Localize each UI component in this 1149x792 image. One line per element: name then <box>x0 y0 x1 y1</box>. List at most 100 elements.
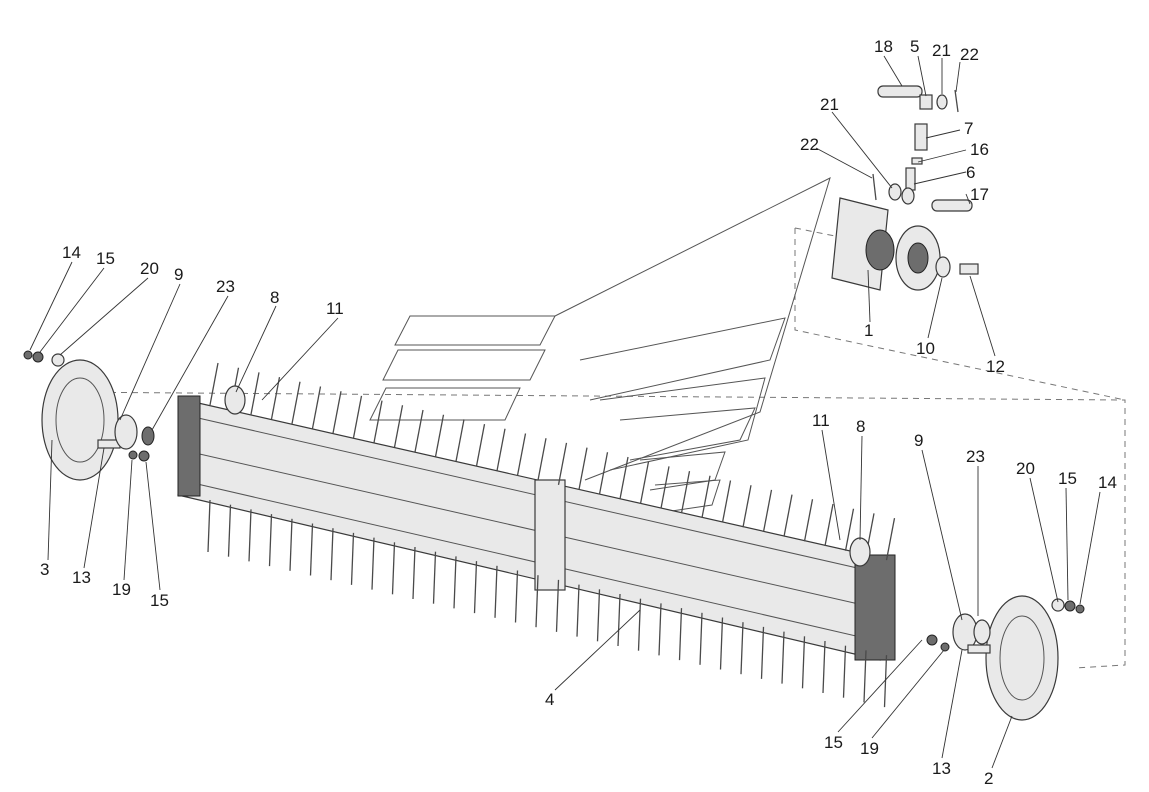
tine <box>883 655 888 708</box>
tine <box>207 499 211 553</box>
tine <box>699 612 703 665</box>
tine <box>557 442 568 486</box>
label-2: 2 <box>984 769 993 788</box>
tine <box>496 428 506 471</box>
tine <box>617 593 621 647</box>
tine-bar-reel <box>177 362 896 708</box>
label-23-left: 23 <box>216 277 235 296</box>
tine <box>268 514 273 567</box>
drive-assembly <box>831 197 979 291</box>
tine <box>639 461 650 504</box>
tine <box>412 546 416 600</box>
tine <box>637 598 642 651</box>
label-10: 10 <box>916 339 935 358</box>
tine <box>514 570 519 623</box>
discs <box>224 385 871 567</box>
tine <box>516 433 527 476</box>
tine <box>535 575 539 628</box>
tine <box>537 438 547 481</box>
tine <box>658 603 662 656</box>
label-20-right: 20 <box>1016 459 1035 478</box>
label-21: 21 <box>820 95 839 114</box>
label-21-top: 21 <box>932 41 951 60</box>
leader-lines <box>29 55 1101 769</box>
label-15-right-bottom: 15 <box>824 733 843 752</box>
tine <box>414 409 424 453</box>
tine <box>721 480 732 523</box>
tine <box>680 470 691 514</box>
label-7: 7 <box>964 119 973 138</box>
tine <box>598 452 609 495</box>
tine <box>885 517 896 561</box>
label-8-right: 8 <box>856 417 865 436</box>
label-22-top: 22 <box>960 45 979 64</box>
tine <box>289 518 293 571</box>
label-23-right: 23 <box>966 447 985 466</box>
tine <box>473 561 478 614</box>
tine <box>309 523 314 576</box>
left-end-plate <box>23 350 155 481</box>
tine <box>391 542 396 595</box>
tine <box>742 485 752 528</box>
tine <box>494 565 498 618</box>
tine <box>350 532 355 585</box>
label-6: 6 <box>966 163 975 182</box>
label-1: 1 <box>864 321 873 340</box>
tine <box>209 362 219 406</box>
label-18: 18 <box>874 37 893 56</box>
label-19-right: 19 <box>860 739 879 758</box>
label-19-left: 19 <box>112 580 131 599</box>
tine <box>824 503 834 547</box>
tine <box>740 622 744 675</box>
label-13-left: 13 <box>72 568 91 587</box>
tine <box>248 509 252 562</box>
right-end-plate <box>926 595 1085 721</box>
label-5: 5 <box>910 37 919 56</box>
tine <box>760 626 765 679</box>
callout-labels: 18 5 21 22 7 21 22 16 6 17 1 10 12 14 15… <box>40 37 1117 788</box>
label-16: 16 <box>970 140 989 159</box>
tine <box>844 508 855 551</box>
tine <box>311 386 322 429</box>
label-13-right: 13 <box>932 759 951 778</box>
label-11-right: 11 <box>812 411 830 430</box>
tine <box>227 504 232 557</box>
tine <box>762 489 773 533</box>
tine <box>330 528 334 581</box>
tine <box>803 499 814 542</box>
tine <box>578 447 588 490</box>
label-11-left: 11 <box>326 299 344 318</box>
label-14-left: 14 <box>62 243 81 262</box>
tine <box>801 636 806 689</box>
tine <box>455 419 465 462</box>
tine <box>619 456 629 500</box>
tine <box>660 466 670 509</box>
tine <box>250 372 260 415</box>
tine <box>434 414 445 457</box>
tine <box>783 494 793 537</box>
assembly-dashed-lines <box>54 227 1126 669</box>
label-15-left-bottom: 15 <box>150 591 169 610</box>
tine <box>781 631 785 684</box>
label-22: 22 <box>800 135 819 154</box>
label-20-left: 20 <box>140 259 159 278</box>
label-14-right: 14 <box>1098 473 1117 492</box>
label-9-right: 9 <box>914 431 923 450</box>
tine <box>842 645 847 698</box>
tine <box>432 551 437 604</box>
label-15-right-top: 15 <box>1058 469 1077 488</box>
tine <box>701 475 711 518</box>
tine <box>291 381 301 424</box>
label-8-left: 8 <box>270 288 279 307</box>
label-17: 17 <box>970 185 989 204</box>
tine <box>678 608 683 661</box>
tine <box>270 376 281 420</box>
tine <box>555 579 560 632</box>
tine <box>371 537 375 590</box>
shield-plates <box>369 177 831 513</box>
tine <box>352 395 363 439</box>
label-9-left: 9 <box>174 265 183 284</box>
label-3: 3 <box>40 560 49 579</box>
